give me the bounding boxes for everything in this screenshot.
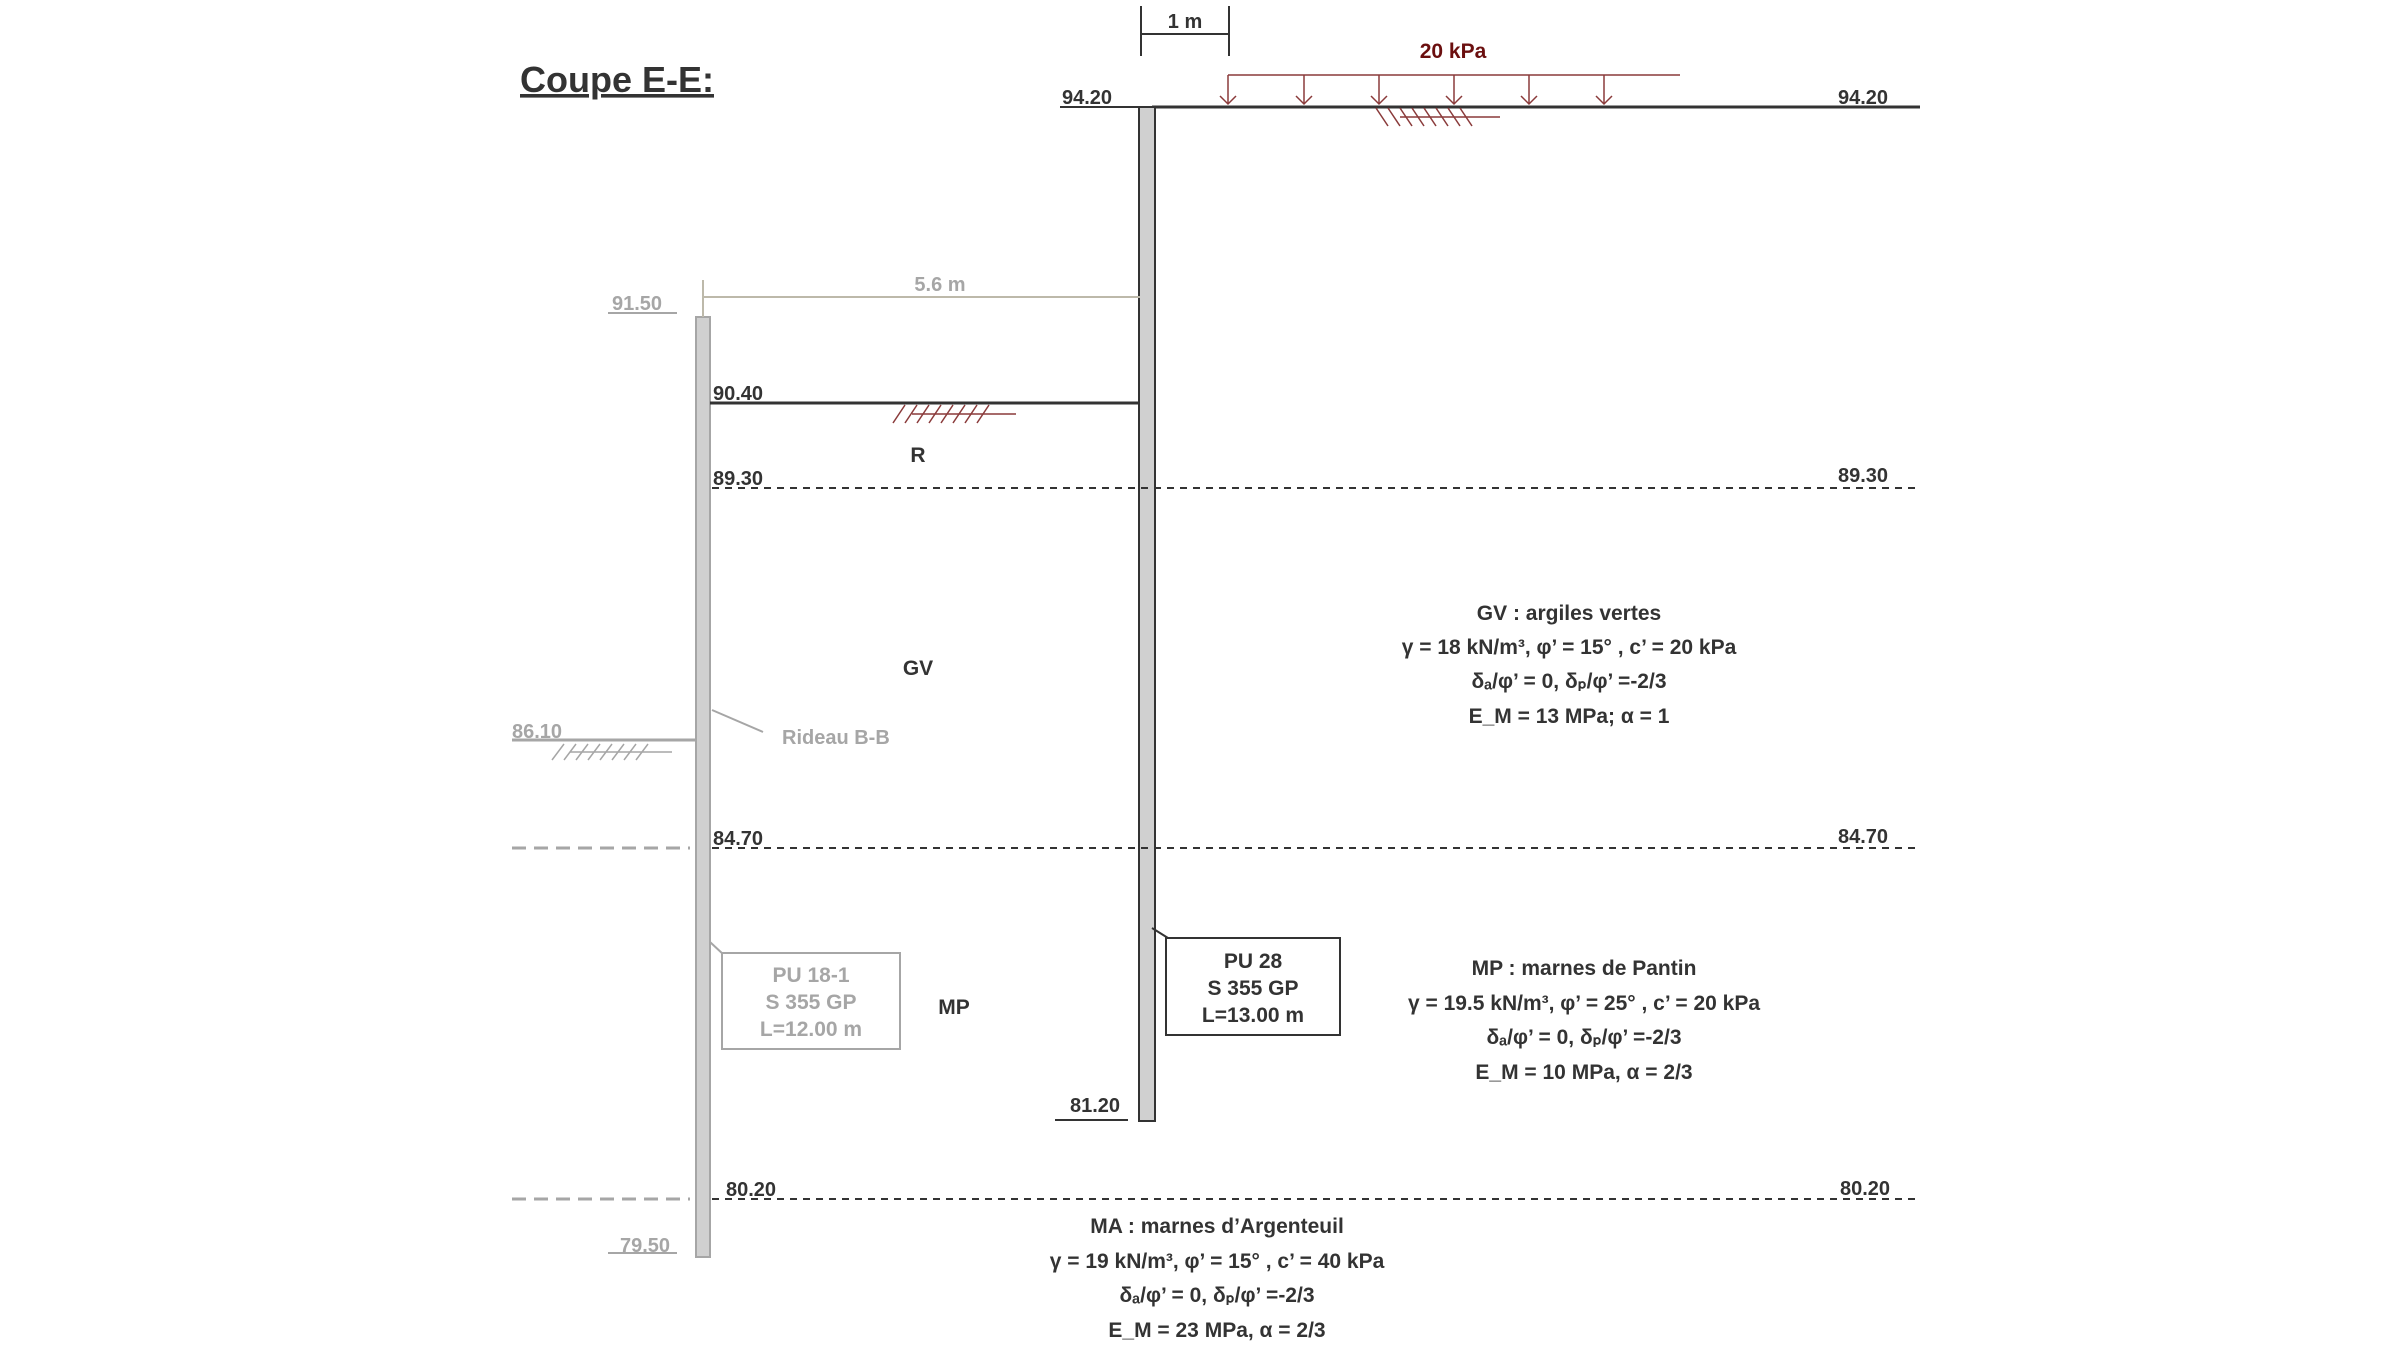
ma-properties: MA : marnes d’Argenteuil γ = 19 kN/m³, φ…: [1050, 1215, 1385, 1342]
soil-label-mp: MP: [938, 996, 970, 1019]
sheet-pile-wall-bb: 91.50 79.50 86.10 Rideau B-B PU 18-1 S 3…: [512, 293, 901, 1258]
wall-bb-label: Rideau B-B: [782, 727, 890, 749]
gv-modulus: E_M = 13 MPa; α = 1: [1469, 705, 1670, 728]
gv-name: GV : argiles vertes: [1477, 602, 1661, 625]
layer-boundary-mp-ma: 80.20 80.20: [512, 1178, 1920, 1201]
wall-spacing-dimension: 5.6 m: [702, 274, 1140, 317]
wall-spacing-label: 5.6 m: [914, 274, 965, 296]
mp-properties: MP : marnes de Pantin γ = 19.5 kN/m³, φ’…: [1408, 957, 1760, 1084]
level-top-right: 94.20: [1838, 87, 1888, 109]
soil-label-gv: GV: [903, 657, 933, 680]
level-gv-mp-right: 84.70: [1838, 826, 1888, 848]
scale-bar-label: 1 m: [1168, 11, 1202, 33]
wall-ee-length: L=13.00 m: [1202, 1004, 1304, 1027]
layer-boundary-gv-mp: 84.70 84.70: [512, 826, 1920, 850]
mp-modulus: E_M = 10 MPa, α = 2/3: [1475, 1061, 1692, 1084]
ma-modulus: E_M = 23 MPa, α = 2/3: [1108, 1319, 1325, 1342]
ground-hatch-bb: [551, 743, 672, 761]
scale-bar: 1 m: [1140, 6, 1230, 56]
wall-ee-profile: PU 28: [1224, 950, 1283, 973]
wall-bb-steel: S 355 GP: [765, 991, 856, 1014]
ma-friction: δₐ/φ’ = 0, δₚ/φ’ =-2/3: [1119, 1284, 1314, 1307]
ground-hatch-top: [1375, 107, 1500, 127]
gv-friction: δₐ/φ’ = 0, δₚ/φ’ =-2/3: [1471, 670, 1666, 693]
level-wall-bb-toe: 79.50: [620, 1235, 670, 1257]
ground-hatch-excavation: [892, 404, 1016, 424]
mp-strength: γ = 19.5 kN/m³, φ’ = 25° , c’ = 20 kPa: [1408, 992, 1760, 1015]
ma-strength: γ = 19 kN/m³, φ’ = 15° , c’ = 40 kPa: [1050, 1250, 1385, 1273]
wall-ee-steel: S 355 GP: [1207, 977, 1298, 1000]
level-gv-mp-left: 84.70: [713, 828, 763, 850]
level-top-left: 94.20: [1062, 87, 1112, 109]
soil-label-r: R: [910, 444, 925, 467]
mp-name: MP : marnes de Pantin: [1472, 957, 1697, 980]
sheet-pile-wall-ee: 81.20 PU 28 S 355 GP L=13.00 m: [1055, 106, 1341, 1122]
wall-bb-profile: PU 18-1: [772, 964, 849, 987]
surcharge-load: 20 kPa: [1219, 40, 1680, 106]
wall-ee-spec-box: [1165, 937, 1341, 1036]
level-bb-ground: 86.10: [512, 721, 562, 743]
mp-friction: δₐ/φ’ = 0, δₚ/φ’ =-2/3: [1486, 1026, 1681, 1049]
level-mp-ma-left: 80.20: [726, 1179, 776, 1201]
level-r-gv-left: 89.30: [713, 468, 763, 490]
load-label: 20 kPa: [1420, 40, 1487, 63]
section-title: Coupe E-E:: [520, 59, 714, 100]
ma-name: MA : marnes d’Argenteuil: [1090, 1215, 1344, 1238]
wall-bb-spec-box: [721, 952, 901, 1050]
excavation-level: 90.40: [710, 383, 1139, 424]
load-arrows: [1219, 75, 1613, 106]
layer-boundary-r-gv: 89.30 89.30: [712, 465, 1920, 490]
wall-bb-length: L=12.00 m: [760, 1018, 862, 1041]
gv-strength: γ = 18 kN/m³, φ’ = 15° , c’ = 20 kPa: [1402, 636, 1737, 659]
level-mp-ma-right: 80.20: [1840, 1178, 1890, 1200]
ground-surface: 94.20 94.20: [1060, 87, 1920, 127]
level-wall-toe: 81.20: [1070, 1095, 1120, 1117]
level-wall-bb-top: 91.50: [612, 293, 662, 315]
level-r-gv-right: 89.30: [1838, 465, 1888, 487]
level-excavation: 90.40: [713, 383, 763, 405]
gv-properties: GV : argiles vertes γ = 18 kN/m³, φ’ = 1…: [1402, 602, 1737, 728]
